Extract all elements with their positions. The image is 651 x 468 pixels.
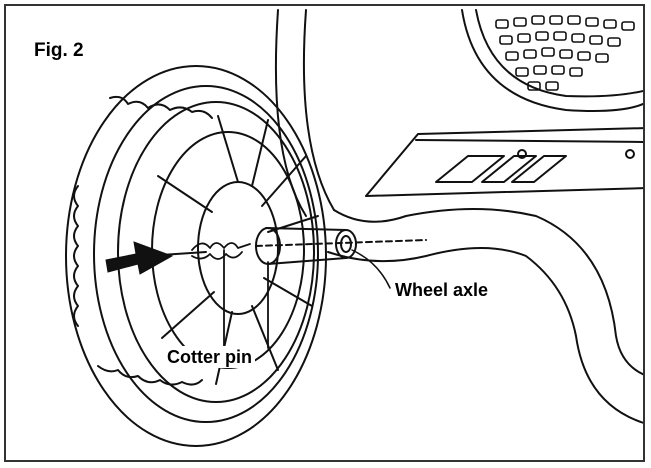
cotter-pin: [191, 242, 269, 349]
arrow-icon: [105, 241, 174, 275]
figure-label: Fig. 2: [34, 40, 84, 61]
frame-tube: [274, 9, 643, 424]
cotter-pin-label: Cotter pin: [164, 346, 255, 368]
mounting-bracket: [365, 127, 643, 197]
wheel-diagram: [65, 9, 643, 447]
motor-vent-grille: [495, 15, 635, 91]
wheel: [65, 65, 327, 447]
motor-housing: [461, 9, 643, 112]
axle-leader-line: [351, 249, 391, 289]
figure-frame: Fig. 2 Wheel axle Cotter pin: [4, 4, 645, 462]
wheel-axle: [255, 227, 427, 265]
wheel-axle-label: Wheel axle: [392, 279, 492, 301]
